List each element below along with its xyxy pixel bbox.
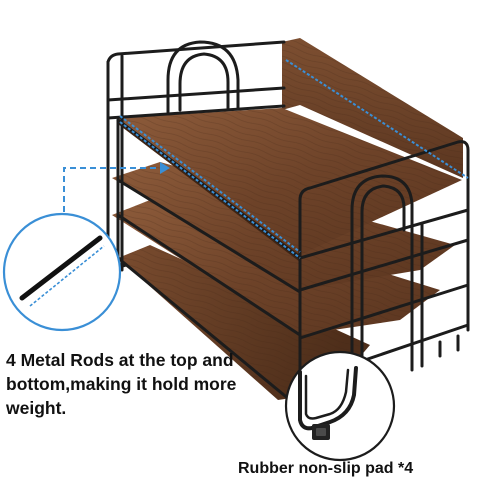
callout-connector	[63, 167, 158, 212]
rods-callout-text: 4 Metal Rods at the top and bottom,makin…	[6, 350, 237, 418]
highlighted-rods	[119, 59, 469, 259]
back-panel	[282, 38, 463, 178]
pad-callout-text: Rubber non-slip pad *4	[238, 460, 414, 477]
metal-frame	[106, 40, 470, 422]
magnified-rod-circle	[2, 212, 122, 332]
callout-arrowhead	[160, 162, 170, 174]
shelf-bottom	[118, 245, 370, 400]
magnified-foot-circle	[284, 350, 396, 462]
